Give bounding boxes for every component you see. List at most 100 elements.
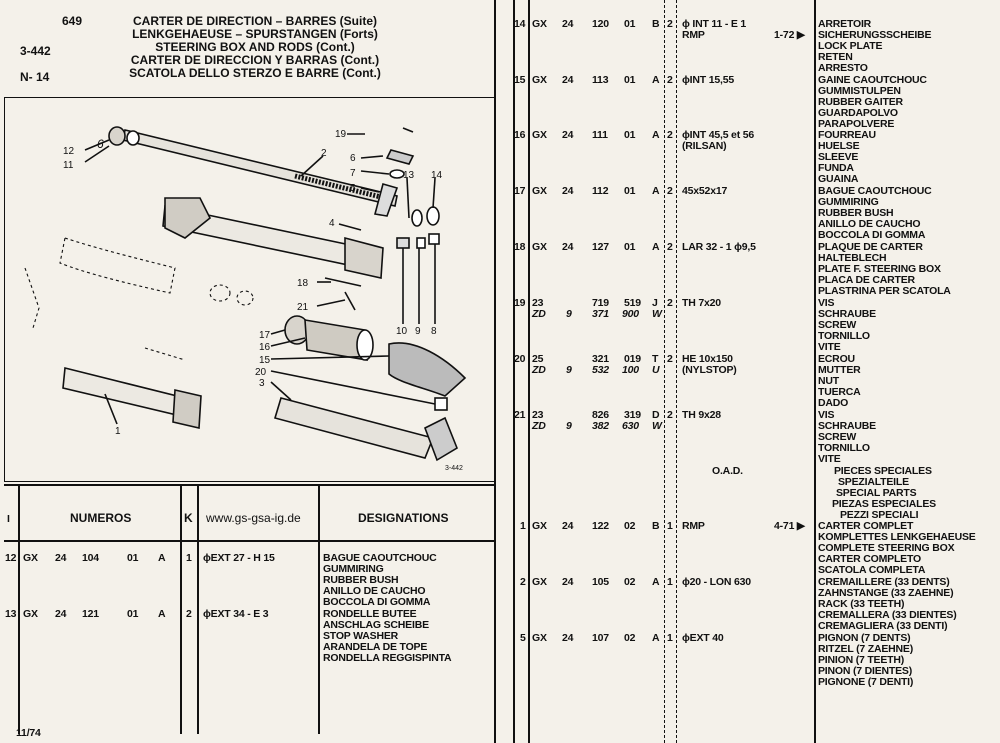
right-row-group: 24 [562,185,574,197]
special-row-designation: ZAHNSTANGE (33 ZAEHNE) [818,587,954,599]
right-row-designation: SCREW [818,319,857,331]
callout-6: 6 [350,153,356,164]
right-row-designation: RETEN [818,51,853,63]
right-row-spec: TH 7x20 [682,297,721,309]
right-row-index: A [652,241,660,253]
page-number: 649 [62,14,83,28]
callout-11: 11 [63,160,74,171]
special-row-designation: COMPLETE STEERING BOX [818,542,955,554]
right-row-designation: PLATE F. STEERING BOX [818,263,941,275]
title-de: LENKGEHAEUSE – SPURSTANGEN (Forts) [132,27,378,41]
right-row-prefix: 23 [532,297,544,309]
callout-15: 15 [259,355,271,366]
right-row-group: 24 [562,74,574,86]
special-row-designation: CARTER COMPLET [818,520,914,532]
right-row-prefix: GX [532,185,547,197]
right-row-designation: NUT [818,375,839,387]
right-row-group-2: 9 [566,308,572,320]
right-row-spec: ϕINT 15,55 [682,74,734,86]
right-row-item-number: 15 [514,74,526,86]
right-row-designation: VITE [818,453,841,465]
right-row-qty: 2 [667,241,673,253]
exploded-diagram-frame: 19 12 11 2 6 7 5 13 14 4 18 21 10 9 8 17… [4,97,495,482]
right-row-range: 1-72 ▶ [774,29,805,41]
right-row-index-2: W [652,420,662,432]
right-row-designation: TORNILLO [818,442,870,454]
callout-3: 3 [259,378,265,389]
special-row-index: A [652,576,660,588]
right-row-designation: HALTEBLECH [818,252,887,264]
right-row-designation: GAINE CAOUTCHOUC [818,74,927,86]
special-row-spec: RMP [682,520,705,532]
right-row-qty: 2 [667,353,673,365]
right-row-number: 719 [592,297,609,309]
right-row-number: 113 [592,74,609,86]
special-row-group: 24 [562,576,574,588]
right-row-number-2: 532 [592,364,609,376]
right-row-suffix-2: 100 [622,364,639,376]
right-row-designation: SLEEVE [818,151,859,163]
callout-8: 8 [431,326,437,337]
right-row-designation: SCREW [818,431,857,443]
right-row-designation: FUNDA [818,162,854,174]
steering-box-exploded-diagram: 19 12 11 2 6 7 5 13 14 4 18 21 10 9 8 17… [24,126,467,472]
title-it: SCATOLA DELLO STERZO E BARRE (Cont.) [129,66,381,80]
right-row-number: 321 [592,353,609,365]
special-row-designation: CREMAGLIERA (33 DENTI) [818,620,948,632]
right-row-designation: PLASTRINA PER SCATOLA [818,285,951,297]
right-row-index-2: W [652,308,662,320]
right-row-spec: LAR 32 - 1 ϕ9,5 [682,241,756,253]
oad-label: O.A.D. [712,465,743,477]
callout-18: 18 [297,278,309,289]
right-row-qty: 2 [667,74,673,86]
right-row-group-2: 9 [566,420,572,432]
callout-2: 2 [321,148,327,159]
callout-13: 13 [403,170,415,181]
rack-bar [122,129,398,207]
special-row-item-number: 2 [520,576,526,588]
right-row-item-number: 14 [514,18,526,30]
right-row-prefix: GX [532,241,547,253]
right-row-suffix: 01 [624,129,636,141]
callout-5: 5 [350,183,356,194]
right-row-number-2: 371 [592,308,609,320]
callout-17: 17 [259,330,271,341]
special-row-prefix: GX [532,520,547,532]
right-row-spec-2: RMP [682,29,705,41]
special-row-designation: RITZEL (7 ZAEHNE) [818,643,913,655]
right-row-designation: FOURREAU [818,129,876,141]
special-row-designation: PIGNON (7 DENTS) [818,632,911,644]
special-row-designation: CARTER COMPLETO [818,553,921,565]
special-row-qty: 1 [667,520,673,532]
right-row-prefix-2: ZD [532,308,546,320]
right-row-designation: TORNILLO [818,330,870,342]
special-row-index: B [652,520,660,532]
special-row-suffix: 02 [624,520,636,532]
right-row-prefix: GX [532,18,547,30]
right-row-number: 111 [592,129,608,141]
corner-label: 6 [97,137,104,151]
callout-12: 12 [63,146,75,157]
callout-1: 1 [115,426,121,437]
right-row-designation: ANILLO DE CAUCHO [818,218,921,230]
ref-n: N- 14 [20,70,50,84]
right-row-number: 127 [592,241,609,253]
right-row-index: A [652,129,660,141]
special-row-number: 107 [592,632,609,644]
special-row-designation: KOMPLETTES LENKGEHAEUSE [818,531,976,543]
right-row-designation: VIS [818,297,835,309]
right-row-item-number: 20 [514,353,526,365]
col-header-i: I [7,513,10,525]
right-row-suffix: 01 [624,241,636,253]
callout-10: 10 [396,326,408,337]
special-row-designation: PIGNONE (7 DENTI) [818,676,914,688]
col-header-k: K [184,511,193,525]
right-row-number: 826 [592,409,609,421]
col-header-designations: DESIGNATIONS [358,511,449,525]
right-row-designation: SCHRAUBE [818,308,876,320]
special-row-range: 4-71 ▶ [774,520,805,532]
right-row-designation: HUELSE [818,140,860,152]
right-row-designation: VITE [818,341,841,353]
